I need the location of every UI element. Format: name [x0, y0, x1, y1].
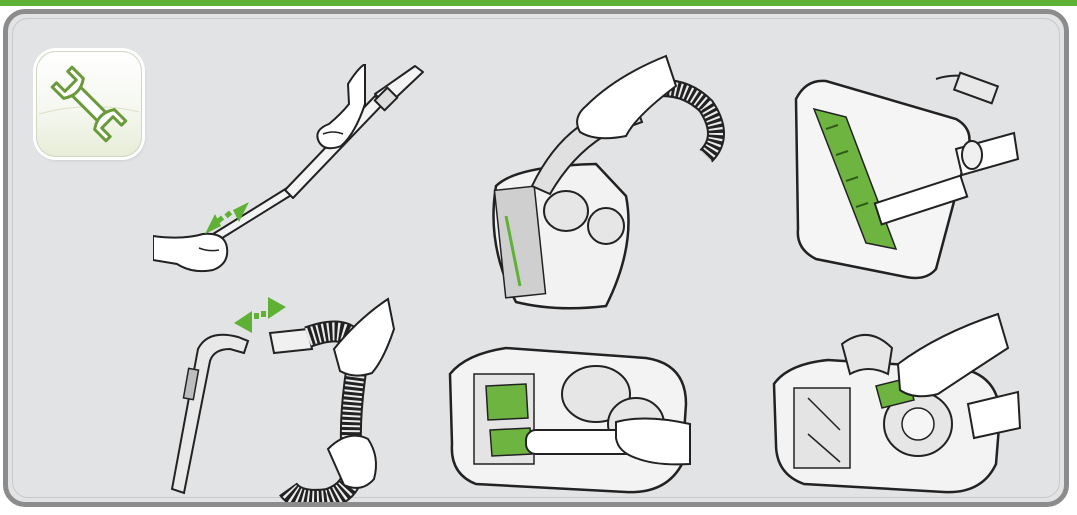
tool-underside-illustration	[786, 59, 1026, 284]
top-accent-bar	[0, 0, 1077, 6]
brush-bar-access-illustration	[768, 304, 1028, 504]
brush-bar-illustration	[768, 304, 1028, 504]
instruction-panel	[3, 9, 1069, 507]
maintenance-badge	[36, 51, 142, 157]
blockage-removal-illustration	[446, 334, 696, 504]
floor-tool-hose-illustration	[476, 46, 736, 316]
separate-arrow-icon	[234, 297, 286, 333]
floor-tool-illustration	[476, 46, 736, 316]
wrench-icon	[37, 52, 141, 156]
floor-tool-underside-illustration	[786, 59, 1026, 284]
wand-illustration	[153, 64, 433, 284]
telescopic-wand-illustration	[153, 64, 433, 284]
blockage-illustration	[446, 334, 696, 504]
hose-separation-illustration	[158, 289, 398, 507]
hose-illustration	[158, 289, 398, 507]
